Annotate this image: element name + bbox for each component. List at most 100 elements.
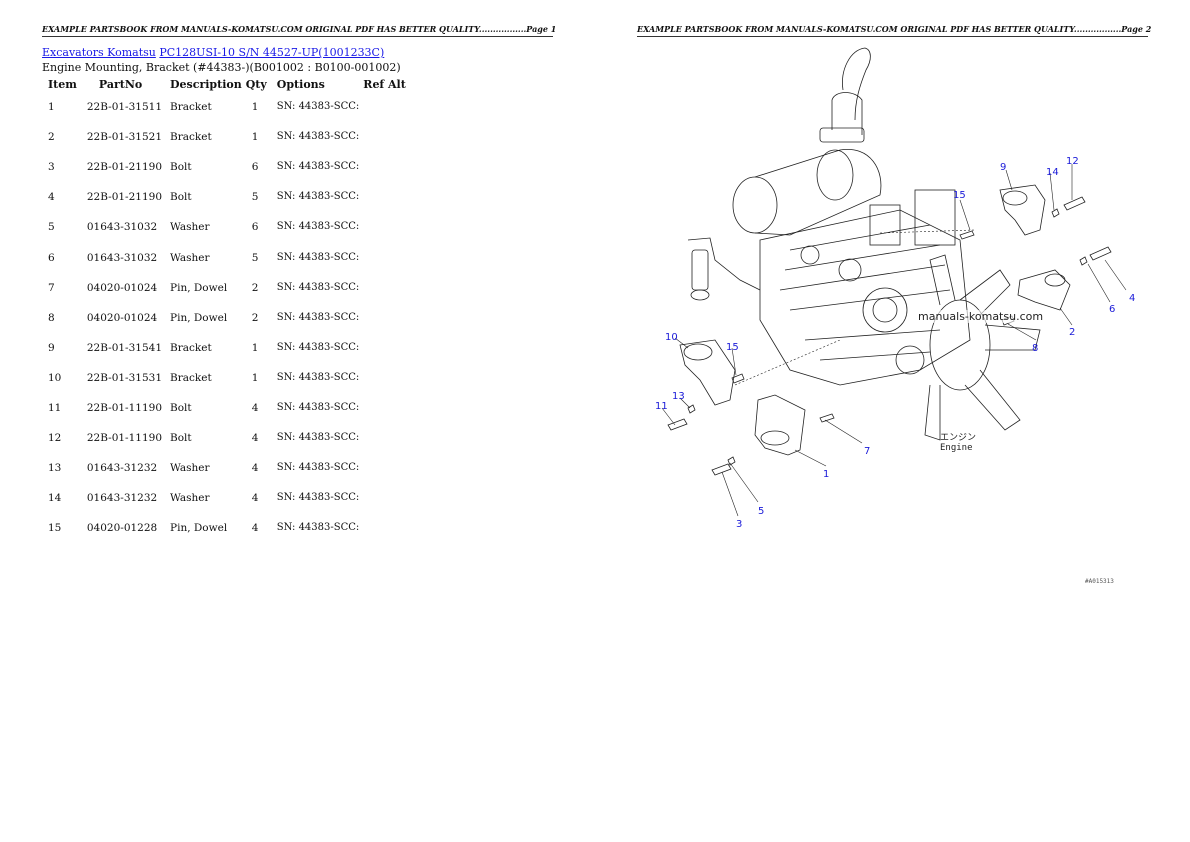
cell-item: 8 <box>48 311 55 324</box>
cell-qty: 2 <box>251 281 259 294</box>
cell-item: 14 <box>48 492 62 505</box>
breadcrumb: Excavators Komatsu PC128USI-10 S/N 44527… <box>42 46 384 59</box>
cell-description: Pin, Dowel <box>170 281 228 294</box>
cell-item: 4 <box>48 191 55 204</box>
cell-options: SN: 44383-SCC: <box>276 432 360 444</box>
cell-description: Bracket <box>170 101 212 114</box>
cell-qty: 4 <box>251 432 259 445</box>
callout-label: 12 <box>1066 156 1079 167</box>
cell-partno: 22B-01-21190 <box>86 161 163 174</box>
callout-label: 15 <box>726 342 739 353</box>
figure-id: #A015313 <box>1085 578 1114 585</box>
cell-ref-alt <box>361 273 410 303</box>
watermark: manuals-komatsu.com <box>918 310 1044 323</box>
cell-partno: 04020-01228 <box>86 522 158 535</box>
engine-label-jp: エンジン <box>940 433 977 443</box>
cell-qty: 4 <box>251 401 259 414</box>
cell-options: SN: 44383-SCC: <box>276 251 360 263</box>
cell-ref-alt <box>361 483 410 513</box>
cell-partno: 22B-01-11190 <box>86 401 163 414</box>
cell-qty: 2 <box>251 311 259 324</box>
cell-ref-alt <box>361 423 410 453</box>
cell-description: Washer <box>170 492 210 505</box>
cell-item: 5 <box>48 221 55 234</box>
cell-item: 1 <box>48 101 55 114</box>
cell-ref-alt <box>361 393 410 423</box>
cell-qty: 5 <box>251 251 259 264</box>
callout-label: 8 <box>1032 343 1039 354</box>
cell-item: 9 <box>48 341 55 354</box>
callout-label: 6 <box>1109 304 1116 315</box>
breadcrumb-link-excavators[interactable]: Excavators Komatsu <box>42 46 156 59</box>
cell-ref-alt <box>361 122 410 152</box>
cell-item: 15 <box>48 522 62 535</box>
cell-ref-alt <box>361 453 410 483</box>
cell-partno: 22B-01-31511 <box>86 101 163 114</box>
cell-partno: 01643-31232 <box>86 492 158 505</box>
cell-description: Bolt <box>170 191 192 204</box>
engine-label-en: Engine <box>940 443 973 453</box>
cell-ref-alt <box>361 92 410 122</box>
cell-qty: 1 <box>251 131 259 144</box>
cell-ref-alt <box>361 513 410 543</box>
col-alt: Alt <box>388 78 406 91</box>
cell-options: SN: 44383-SCC: <box>276 101 360 113</box>
cell-partno: 22B-01-31521 <box>86 131 163 144</box>
callout-label: 13 <box>672 391 685 402</box>
cell-qty: 1 <box>251 371 259 384</box>
cell-description: Washer <box>170 251 210 264</box>
cell-ref-alt <box>361 152 410 182</box>
breadcrumb-link-model[interactable]: PC128USI-10 S/N 44527-UP(1001233C) <box>159 46 385 59</box>
cell-ref-alt <box>361 242 410 272</box>
callout-label: 5 <box>758 506 765 517</box>
cell-options: SN: 44383-SCC: <box>276 492 360 504</box>
cell-qty: 1 <box>251 101 259 114</box>
callout-label: 15 <box>953 190 966 201</box>
col-item: Item <box>48 78 77 91</box>
col-partno: PartNo <box>98 78 143 91</box>
callout-label: 11 <box>655 401 668 412</box>
cell-partno: 01643-31032 <box>86 221 158 234</box>
cell-description: Washer <box>170 462 210 475</box>
callout-label: 1 <box>823 469 830 480</box>
cell-partno: 22B-01-31531 <box>86 371 163 384</box>
cell-item: 6 <box>48 251 55 264</box>
cell-options: SN: 44383-SCC: <box>276 401 360 413</box>
cell-qty: 5 <box>251 191 259 204</box>
cell-options: SN: 44383-SCC: <box>276 371 360 383</box>
table-row: 6 01643-31032 Washer 5 SN: 44383-SCC: <box>42 242 410 272</box>
cell-options: SN: 44383-SCC: <box>276 191 360 203</box>
callout-label: 7 <box>864 446 871 457</box>
callout-label: 10 <box>665 332 678 343</box>
cell-description: Pin, Dowel <box>170 311 228 324</box>
engine-line-drawing <box>661 47 1127 517</box>
cell-partno: 22B-01-11190 <box>86 432 163 445</box>
table-row: 14 01643-31232 Washer 4 SN: 44383-SCC: <box>42 483 410 513</box>
cell-description: Bolt <box>170 401 192 414</box>
cell-qty: 4 <box>251 492 259 505</box>
cell-partno: 22B-01-31541 <box>86 341 163 354</box>
col-description: Description <box>170 78 242 91</box>
callout-label: 9 <box>1000 162 1007 173</box>
callout-label: 14 <box>1046 167 1059 178</box>
cell-partno: 01643-31032 <box>86 251 158 264</box>
cell-options: SN: 44383-SCC: <box>276 221 360 233</box>
cell-ref-alt <box>361 363 410 393</box>
cell-ref-alt <box>361 182 410 212</box>
cell-options: SN: 44383-SCC: <box>276 281 360 293</box>
table-header-row: Item PartNo Description Qty Options Ref … <box>42 77 410 92</box>
cell-ref-alt <box>361 303 410 333</box>
cell-item: 3 <box>48 161 55 174</box>
cell-options: SN: 44383-SCC: <box>276 341 360 353</box>
